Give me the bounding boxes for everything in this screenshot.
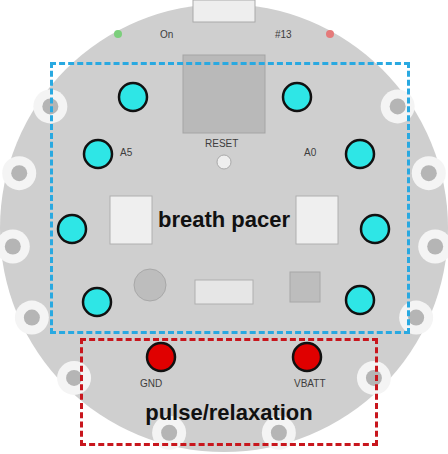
pad-ring xyxy=(2,156,36,190)
pad xyxy=(15,301,49,335)
board xyxy=(0,4,448,452)
microcontroller-chip xyxy=(183,55,265,133)
pad-hole xyxy=(11,165,27,181)
pin-label: A5 xyxy=(120,147,132,158)
cyan-led xyxy=(58,215,86,243)
pad-hole xyxy=(24,310,40,326)
button-a xyxy=(110,196,152,244)
pad-ring xyxy=(399,301,433,335)
cyan-led xyxy=(119,83,147,111)
pin-label: RESET xyxy=(205,138,238,149)
pad-hole xyxy=(161,425,177,441)
status-led xyxy=(326,30,334,38)
pad-hole xyxy=(366,370,382,386)
button-b xyxy=(296,196,338,244)
pad-hole xyxy=(408,310,424,326)
pad xyxy=(399,301,433,335)
pad-ring xyxy=(418,229,448,263)
pad xyxy=(357,361,391,395)
pad-hole xyxy=(5,238,21,254)
cyan-led xyxy=(346,140,374,168)
red-led xyxy=(147,343,175,371)
region-label: breath pacer xyxy=(158,208,290,232)
pin-label: A0 xyxy=(304,147,316,158)
cyan-led xyxy=(283,83,311,111)
dashed-region: breath pacer xyxy=(50,62,410,334)
pad-hole xyxy=(427,238,443,254)
pad xyxy=(2,156,36,190)
pad xyxy=(412,156,446,190)
pad-hole xyxy=(421,165,437,181)
reset-button xyxy=(217,155,231,169)
pin-label: GND xyxy=(140,378,162,389)
cyan-led xyxy=(83,288,111,316)
pad-ring xyxy=(357,361,391,395)
usb-connector xyxy=(193,0,255,22)
sensor-chip xyxy=(290,272,320,302)
pin-label: VBATT xyxy=(294,378,325,389)
red-led xyxy=(293,343,321,371)
pad xyxy=(0,229,30,263)
cyan-led xyxy=(84,140,112,168)
pin-label: #13 xyxy=(275,29,292,40)
pad-ring xyxy=(57,361,91,395)
pad-hole xyxy=(390,98,406,114)
cyan-led xyxy=(361,215,389,243)
power-led xyxy=(114,30,122,38)
pad-ring xyxy=(412,156,446,190)
dashed-region: pulse/relaxation xyxy=(80,338,378,446)
pads xyxy=(0,89,448,449)
pad xyxy=(418,229,448,263)
leds xyxy=(58,83,389,371)
pad-ring xyxy=(15,301,49,335)
pad xyxy=(57,361,91,395)
pad-hole xyxy=(271,425,287,441)
cyan-led xyxy=(346,286,374,314)
region-label: pulse/relaxation xyxy=(145,401,313,425)
speaker xyxy=(134,269,166,301)
pad-ring xyxy=(0,229,30,263)
slide-switch xyxy=(195,280,253,304)
pin-label: On xyxy=(160,29,173,40)
